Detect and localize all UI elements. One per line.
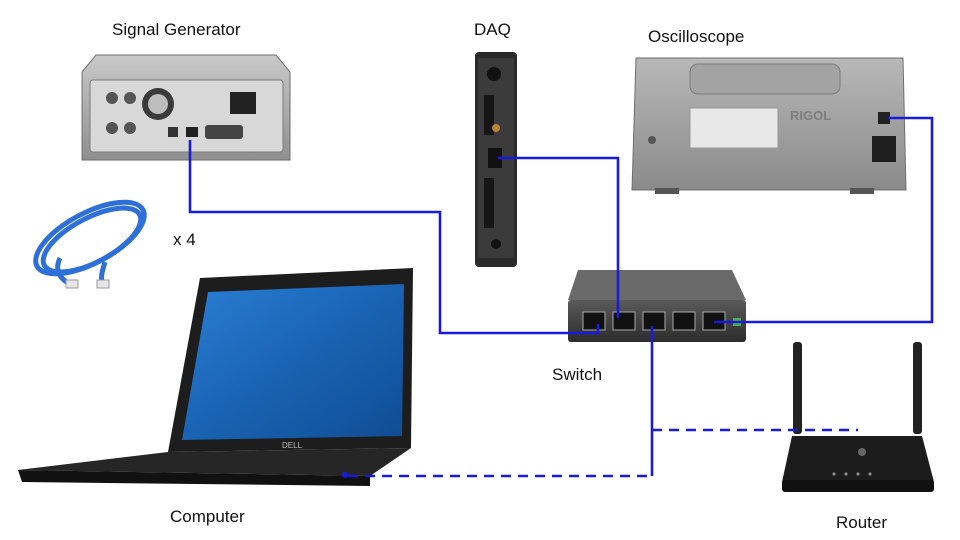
laptop-screen	[182, 284, 404, 440]
laptop-brand-text: DELL	[282, 441, 303, 450]
connection-lines	[188, 116, 934, 478]
daq-label: DAQ	[474, 20, 511, 39]
signal-generator-label: Signal Generator	[112, 20, 241, 39]
daq-lan-port	[488, 148, 502, 168]
ethernet-cable-icon	[33, 199, 147, 289]
oscilloscope-brand-text: RIGOL	[790, 108, 831, 123]
signal-generator-lan-port	[186, 127, 198, 137]
router-device	[782, 342, 934, 492]
switch-label: Switch	[552, 365, 603, 384]
link-daq-switch	[498, 156, 620, 318]
network-switch-device	[568, 270, 746, 342]
laptop-device: DELL	[18, 268, 413, 486]
daq-device	[475, 52, 517, 267]
signal-generator-device	[81, 54, 291, 161]
oscilloscope-usb-port	[878, 112, 890, 124]
computer-label: Computer	[170, 507, 245, 526]
oscilloscope-device: RIGOL	[631, 57, 907, 194]
link-oscilloscope-switch	[714, 116, 934, 324]
cable-count-label: x 4	[173, 230, 196, 249]
oscilloscope-label: Oscilloscope	[648, 27, 745, 46]
router-label: Router	[836, 513, 888, 532]
link-signal-generator-switch	[188, 140, 600, 335]
